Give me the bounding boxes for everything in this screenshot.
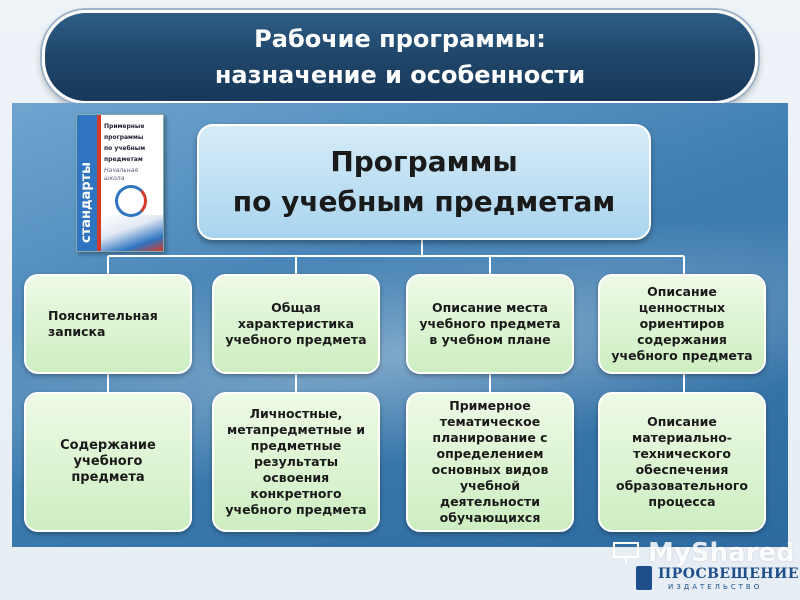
title-line-2: назначение и особенности (214, 61, 586, 89)
box-general-characteristics: Общая характеристика учебного предмета (212, 274, 380, 374)
title-line-1: Рабочие программы: (254, 25, 546, 53)
publisher-subtitle: ИЗДАТЕЛЬСТВО (668, 583, 763, 591)
main-box-line-2: по учебным предметам (232, 185, 616, 218)
presentation-icon (613, 542, 639, 563)
box-value-orientations: Описание ценностных ориентиров содержани… (598, 274, 766, 374)
myshared-watermark: MyShared (648, 538, 795, 568)
box-material-support: Описание материально-технического обеспе… (598, 392, 766, 532)
standards-book-image: Примерные программы по учебным предметам… (76, 114, 164, 252)
book-logo-icon (115, 185, 147, 217)
title-banner: Рабочие программы: назначение и особенно… (42, 10, 758, 104)
box-learning-outcomes: Личностные, метапредметные и предметные … (212, 392, 380, 532)
book-line-1: Примерные (104, 123, 145, 130)
book-line-5: Начальная школа (104, 167, 138, 182)
book-line-2: программы (104, 134, 144, 141)
box-explanatory-note: Пояснительная записка (24, 274, 192, 374)
publisher-logo-icon (636, 566, 652, 590)
main-programs-box: Программы по учебным предметам (197, 124, 651, 240)
book-spine-title: стандарты (79, 162, 94, 243)
publisher-name: ПРОСВЕЩЕНИЕ (658, 566, 799, 582)
box-subject-content: Содержание учебного предмета (24, 392, 192, 532)
box-thematic-planning: Примерное тематическое планирование с оп… (406, 392, 574, 532)
book-line-4: предметам (104, 156, 143, 163)
box-place-in-curriculum: Описание места учебного предмета в учебн… (406, 274, 574, 374)
main-box-line-1: Программы (330, 145, 518, 178)
book-line-3: по учебным (104, 145, 146, 152)
